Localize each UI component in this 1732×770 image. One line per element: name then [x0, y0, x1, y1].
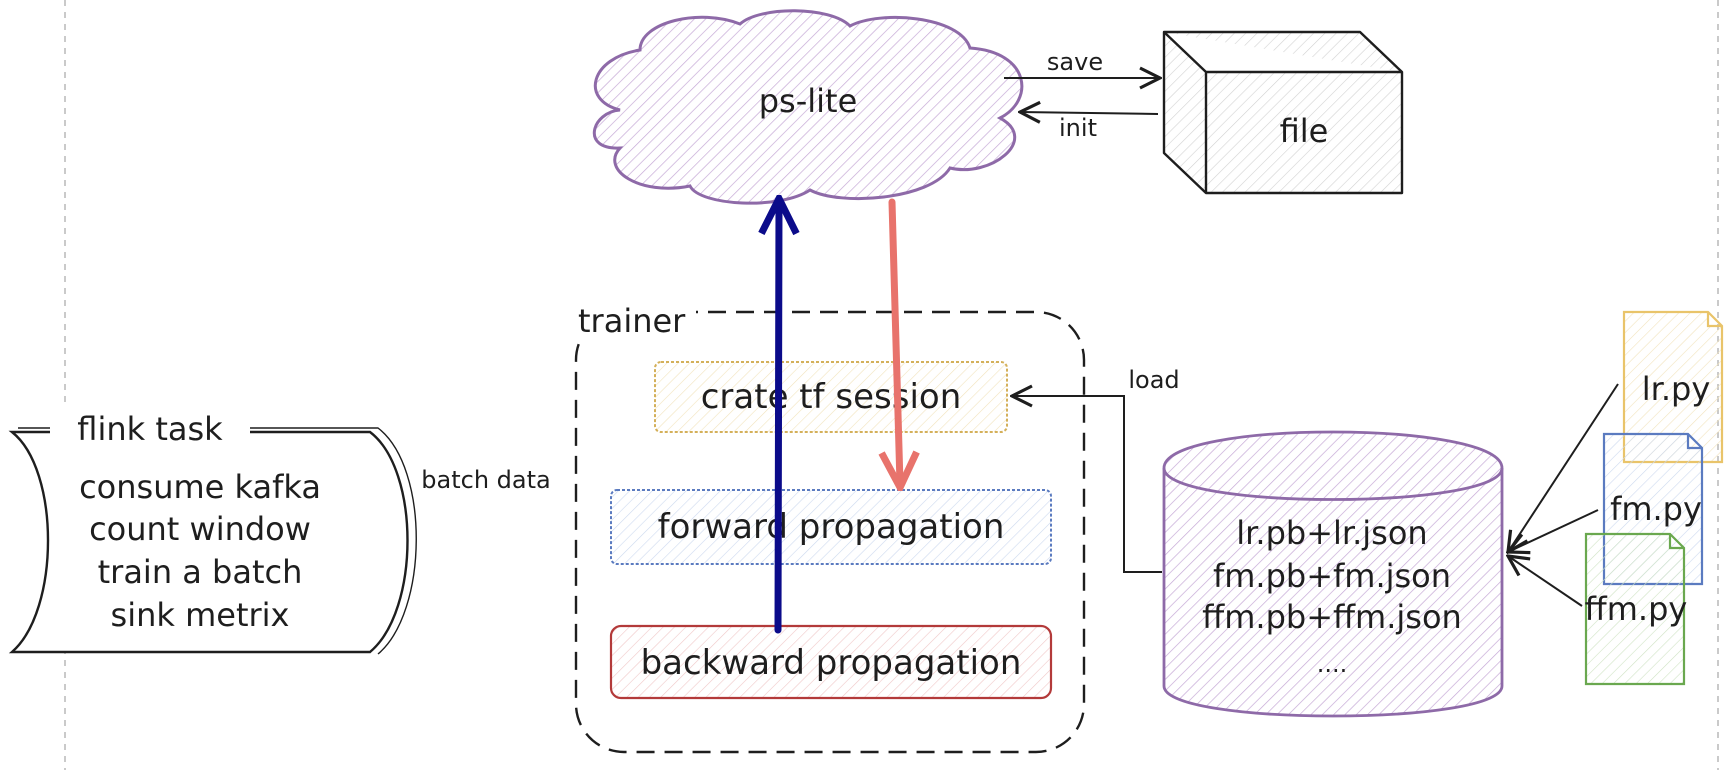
- model-store-node: lr.pb+lr.json fm.pb+fm.json ffm.pb+ffm.j…: [1162, 430, 1504, 718]
- file-label: file: [1280, 112, 1329, 150]
- load-arrow: [1012, 396, 1162, 573]
- pull-params-arrow: [892, 198, 900, 484]
- backward-label: backward propagation: [641, 643, 1022, 683]
- trainer-container: trainer: [574, 300, 1086, 754]
- flink-title: flink task: [77, 410, 223, 448]
- flink-task-shape: [8, 430, 409, 654]
- create-session-label: crate tf session: [701, 377, 962, 417]
- script-fm-label: fm.py: [1610, 490, 1702, 528]
- init-arrow: [1020, 112, 1159, 114]
- model-store-cylinder-top: [1162, 467, 1504, 501]
- backward-node: backward propagation: [609, 624, 1053, 700]
- flink-task-shape-sketch: [18, 427, 417, 655]
- trainer-border: [574, 310, 1086, 754]
- forward-label: forward propagation: [658, 507, 1005, 547]
- flink-line-1: consume kafka: [79, 468, 321, 506]
- flink-line-2: count window: [89, 510, 311, 548]
- backward-box: [609, 624, 1053, 700]
- load-label: load: [1128, 366, 1179, 394]
- model-store-line-2: fm.pb+fm.json: [1213, 557, 1451, 595]
- trainer-label-backdrop: [574, 300, 696, 340]
- create-session-node: crate tf session: [654, 361, 1008, 433]
- script-ffm-label: ffm.py: [1585, 590, 1688, 628]
- flink-task-node: flink task consume kafka count window tr…: [8, 404, 417, 655]
- ps-lite-node: ps-lite: [592, 9, 1024, 205]
- init-label: init: [1059, 114, 1097, 142]
- forward-box: [610, 489, 1052, 565]
- script-lr-label: lr.py: [1642, 370, 1711, 408]
- ps-lite-label: ps-lite: [759, 82, 858, 120]
- ffm-to-store-arrow: [1508, 556, 1583, 607]
- save-label: save: [1047, 48, 1103, 76]
- flink-title-backdrop: [50, 404, 250, 444]
- create-session-box: [654, 361, 1008, 433]
- file-node: file: [1162, 30, 1404, 195]
- model-store-line-4: ....: [1317, 650, 1348, 678]
- trainer-label: trainer: [578, 302, 686, 340]
- model-store-cylinder: [1162, 430, 1504, 718]
- model-store-line-3: ffm.pb+ffm.json: [1202, 598, 1462, 636]
- push-gradient-arrow: [778, 202, 779, 634]
- forward-node: forward propagation: [610, 489, 1052, 565]
- batch-data-label: batch data: [421, 466, 550, 494]
- flink-line-3: train a batch: [98, 553, 303, 591]
- script-ffm-doc: [1584, 532, 1686, 686]
- model-store-line-1: lr.pb+lr.json: [1236, 514, 1427, 552]
- file-cube-shape: [1162, 30, 1404, 195]
- lr-to-store-arrow: [1508, 383, 1619, 552]
- script-ffm-node: ffm.py: [1584, 532, 1688, 686]
- ps-lite-cloud-shape: [592, 9, 1024, 205]
- flink-line-4: sink metrix: [111, 596, 290, 634]
- fm-to-store-arrow: [1508, 509, 1599, 552]
